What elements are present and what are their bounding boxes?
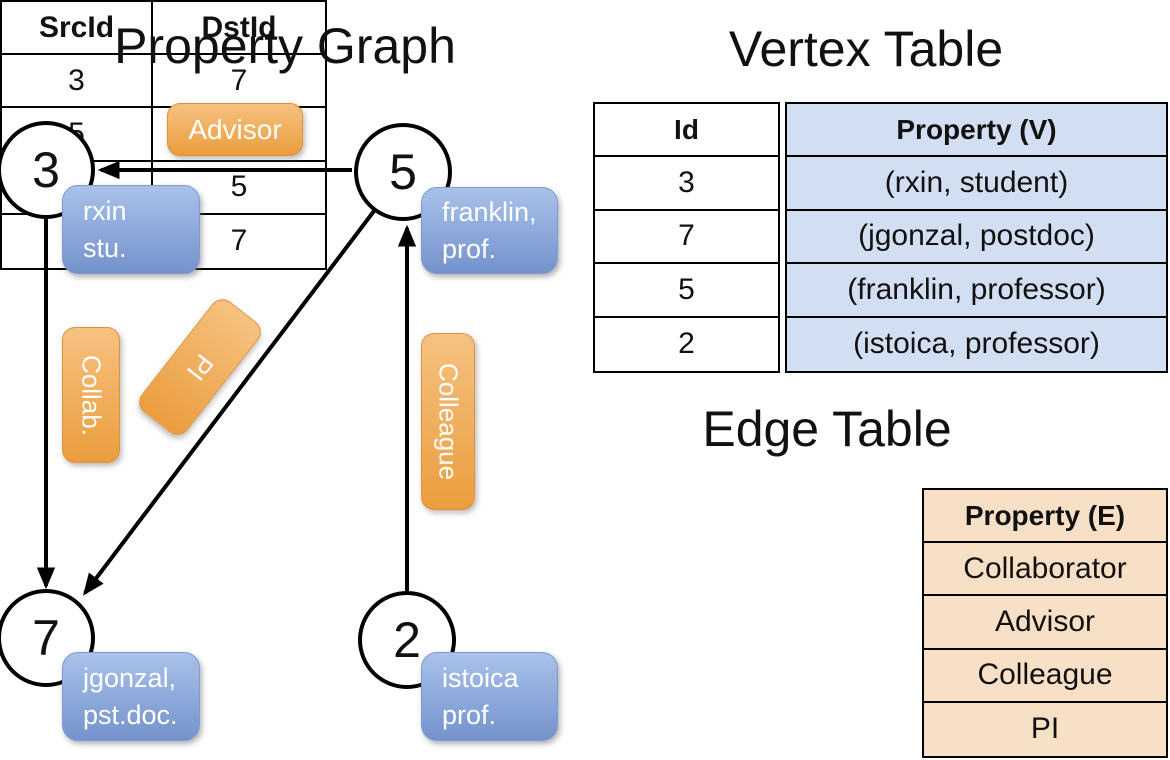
edge-label-collab: Collab. [62, 327, 120, 463]
edge-table-property-header: Property (E) [924, 490, 1166, 544]
edge-table-srcid-cell: 3 [2, 55, 151, 109]
node-2-id: 2 [393, 612, 421, 668]
vertex-property-box-franklin: franklin, prof. [421, 187, 558, 274]
vertex-table-property-cell: (franklin, professor) [787, 264, 1166, 318]
edge-table-dstid-cell: 5 [153, 162, 325, 215]
property-graph-title: Property Graph [114, 18, 456, 74]
vertex-table-id-cell: 7 [595, 211, 778, 265]
edge-table-property-cell: Collaborator [924, 543, 1166, 597]
edge-pi-arrow-5-to-7 [83, 209, 376, 596]
vertex-prop-line: prof. [442, 233, 497, 264]
vertex-table-property-cell: (istoica, professor) [853, 327, 1100, 361]
vertex-property-box-jgonzal: jgonzal, pst.doc. [62, 652, 200, 741]
edge-label-colleague: Colleague [421, 333, 475, 510]
node-7-id: 7 [32, 610, 60, 666]
edge-label-advisor: Advisor [167, 103, 303, 156]
vertex-prop-line: jgonzal, [83, 662, 177, 693]
node-5-id: 5 [389, 144, 417, 200]
edge-label-text: Advisor [188, 113, 282, 145]
vertex-prop-line: istoica [442, 662, 519, 693]
edge-label-text: Collab. [76, 354, 107, 436]
vertex-prop-line: stu. [83, 232, 127, 263]
vertex-prop-line: pst.doc. [83, 699, 178, 730]
edge-table-dstid-cell: 7 [230, 224, 248, 258]
graph-node-2: 2 [358, 591, 456, 689]
vertex-property-box-istoica: istoica prof. [421, 652, 558, 741]
graph-edges-layer [36, 160, 417, 596]
vertex-table-id-cell: 3 [595, 157, 778, 211]
vertex-table-title: Vertex Table [728, 21, 1004, 77]
vertex-table-id-cell: 2 [678, 327, 695, 361]
vertex-prop-line: rxin [83, 195, 127, 226]
edge-label-text: PI [181, 348, 220, 387]
vertex-table-property-column: Property (V) (rxin, student) (jgonzal, p… [785, 102, 1168, 373]
edge-table-property-cell: PI [1030, 712, 1060, 746]
node-3-id: 3 [32, 142, 60, 198]
vertex-table-id-header: Id [595, 104, 778, 158]
edge-table-title: Edge Table [702, 401, 952, 457]
edge-table-srcid-header: SrcId [2, 2, 151, 56]
edge-table-dstid-header: DstId [153, 2, 325, 56]
edge-table-property-column: Property (E) Collaborator Advisor Collea… [922, 488, 1168, 758]
edge-table-property-cell: Colleague [924, 650, 1166, 703]
edge-label-text: Colleague [433, 362, 464, 481]
vertex-table-property-header: Property (V) [787, 104, 1166, 158]
vertex-table-id-column: Id 3 7 5 2 [593, 102, 780, 373]
vertex-table-property-cell: (jgonzal, postdoc) [787, 211, 1166, 265]
graph-node-5: 5 [354, 123, 452, 221]
vertex-table-property-cell: (rxin, student) [787, 157, 1166, 211]
vertex-prop-line: franklin, [442, 196, 537, 227]
vertex-table-id-cell: 5 [595, 264, 778, 318]
vertex-property-box-rxin: rxin stu. [62, 185, 200, 274]
vertex-prop-line: prof. [442, 699, 497, 730]
edge-table-property-cell: Advisor [924, 596, 1166, 650]
